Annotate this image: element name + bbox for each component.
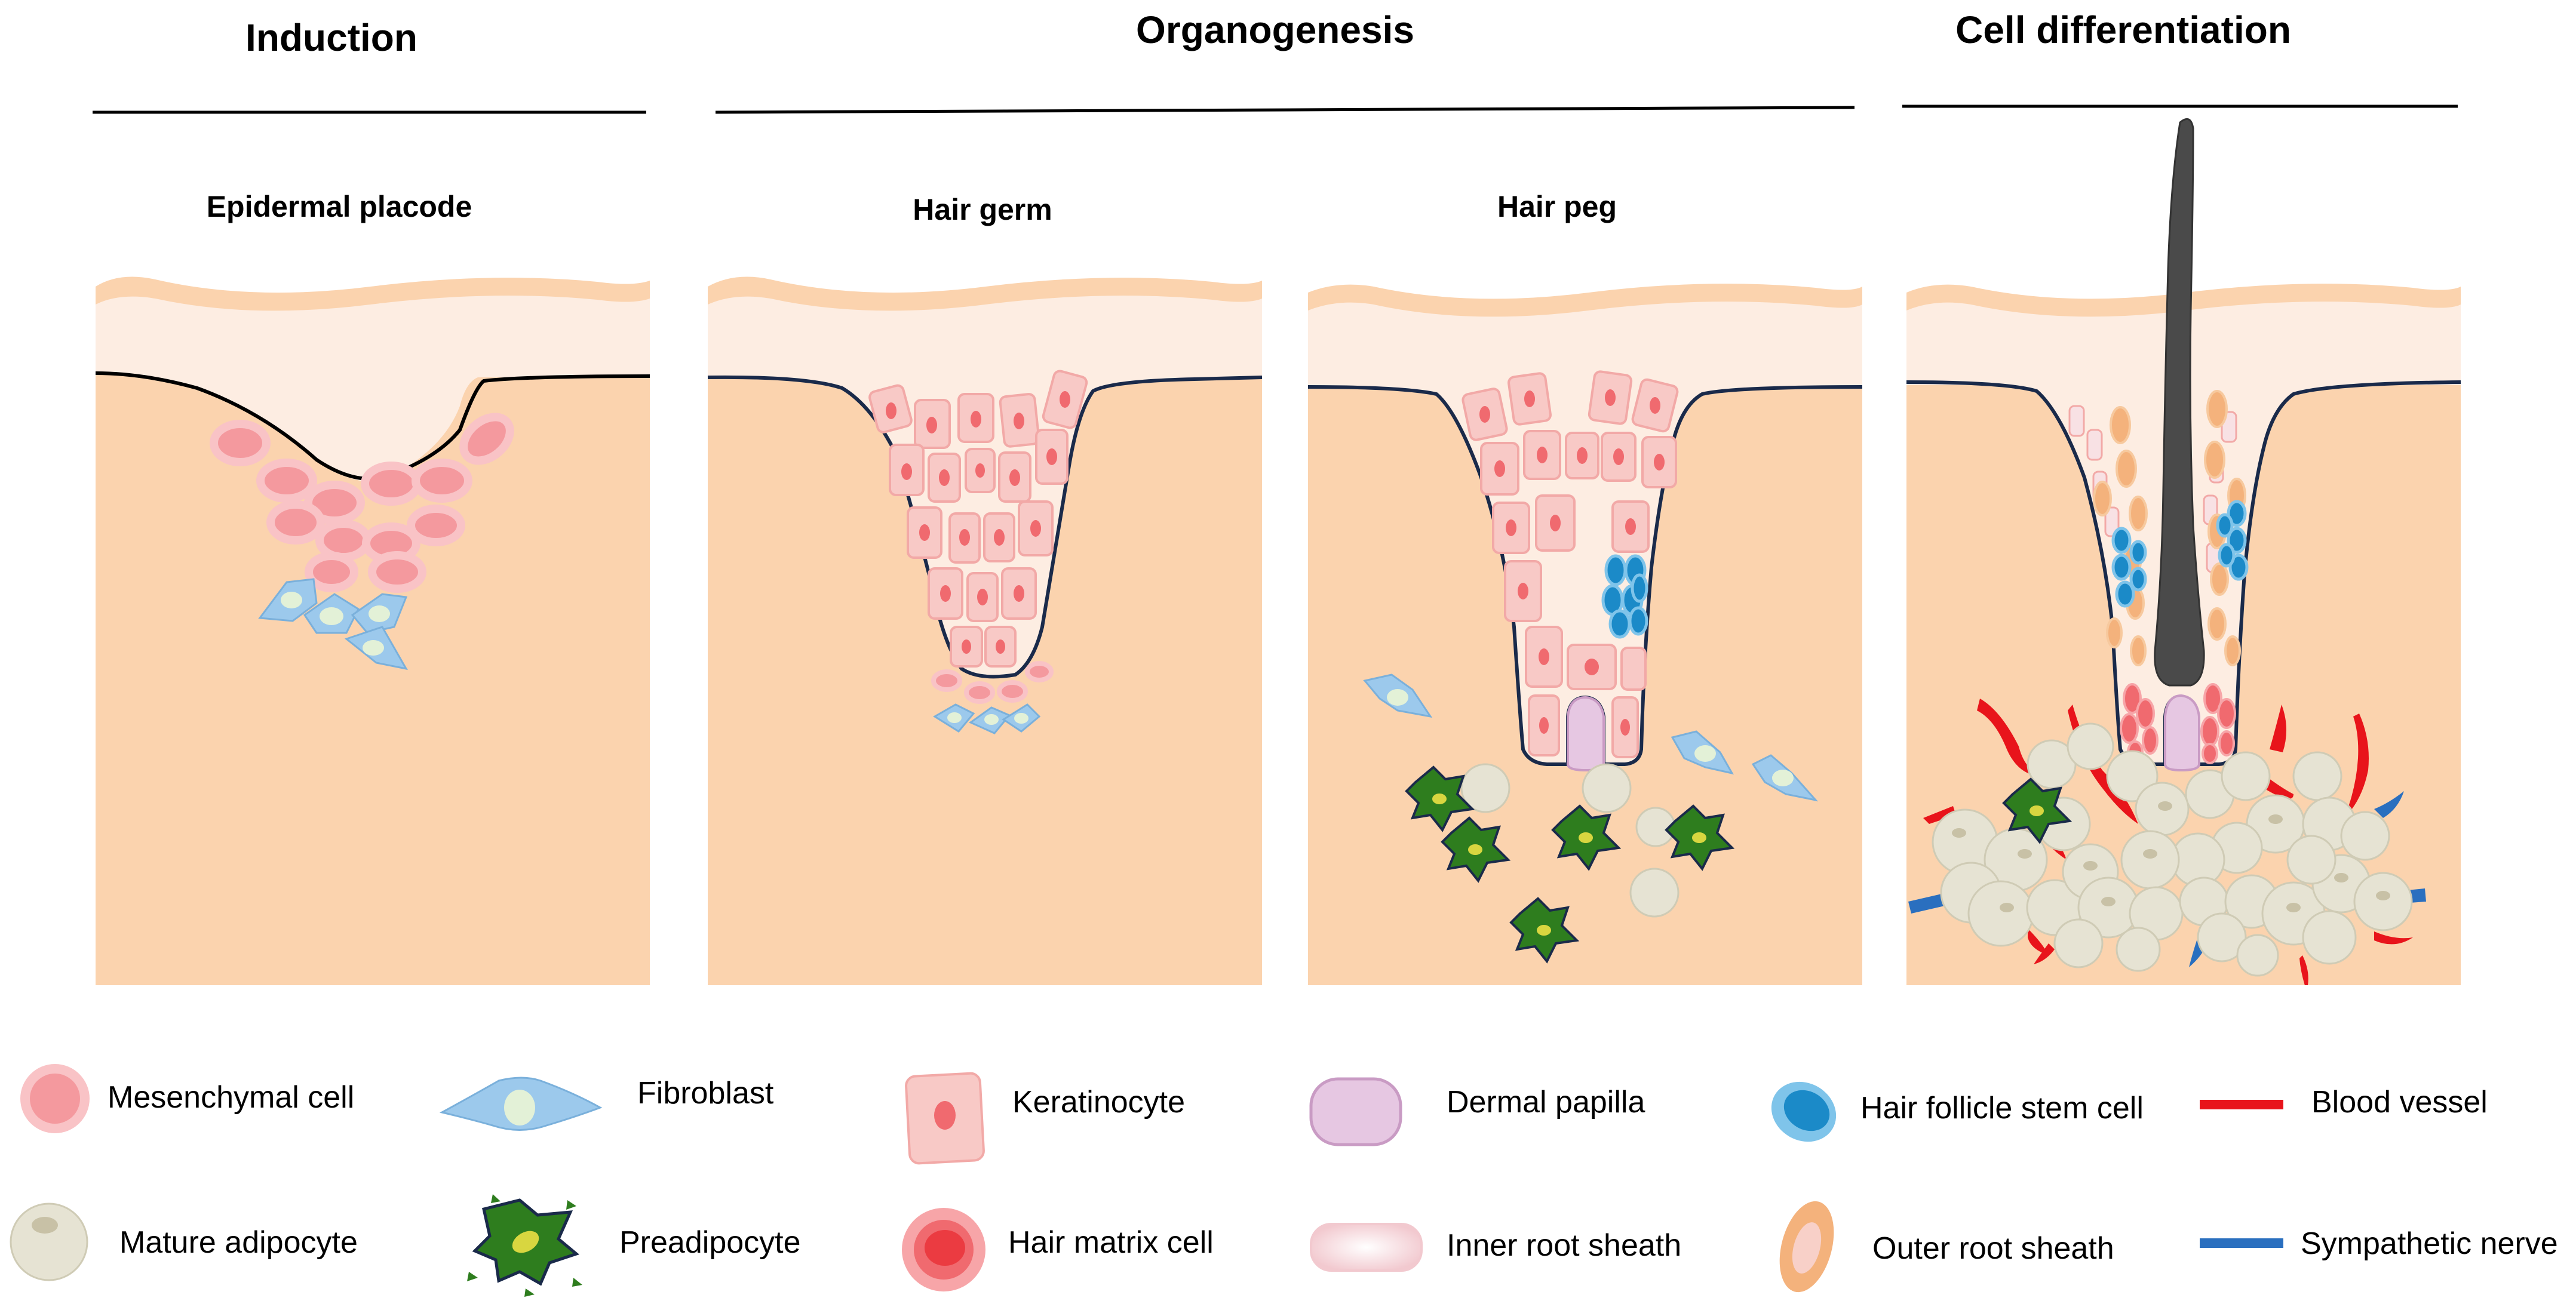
- mesenchymal-cluster: [210, 413, 514, 593]
- panel-hair-germ: [707, 276, 1263, 986]
- adipocyte-nuclei: [1952, 801, 2390, 912]
- legend-item-sympathetic-nerve: Sympathetic nerve: [2200, 1226, 2558, 1261]
- epidermis: [1308, 302, 1862, 388]
- dermal-papilla-icon: [1309, 1077, 1402, 1146]
- mesenchymal-condensate: [931, 661, 1054, 734]
- legend-label: Fibroblast: [637, 1076, 774, 1111]
- dermal-papilla: [2164, 694, 2200, 772]
- preadipocyte: [2002, 777, 2073, 844]
- legend-item-dermal-papilla: Dermal papilla: [1309, 1077, 1645, 1146]
- adipocyte-cluster: [1932, 722, 2413, 977]
- legend-label: Sympathetic nerve: [2301, 1226, 2558, 1261]
- hair-shaft: [2154, 118, 2205, 687]
- panel-epidermal-placode: [95, 276, 650, 986]
- legend-label: Blood vessel: [2311, 1085, 2488, 1120]
- adipocyte-group: [1460, 763, 1680, 918]
- panel-cell-differentiation: [1906, 118, 2461, 986]
- legend-label: Inner root sheath: [1447, 1228, 1681, 1263]
- legend-label: Dermal papilla: [1447, 1085, 1645, 1120]
- legend-item-inner-root-sheath: Inner root sheath: [1310, 1223, 1681, 1272]
- dermal-papilla: [1567, 696, 1605, 772]
- fibroblast-group: [1363, 674, 1819, 802]
- sympathetic-nerve-icon: [2200, 1238, 2283, 1248]
- stage-divider-organogenesis: [715, 106, 1855, 114]
- hair-matrix-cells: [2120, 683, 2236, 764]
- preadipocyte-group: [1405, 765, 1735, 964]
- legend-label: Mesenchymal cell: [108, 1080, 354, 1115]
- blood-vessel-icon: [2200, 1100, 2283, 1109]
- legend-label: Hair matrix cell: [1008, 1225, 1214, 1260]
- legend-label: Outer root sheath: [1872, 1231, 2114, 1266]
- epidermis: [708, 296, 1262, 377]
- legend-item-mature-adipocyte: Mature adipocyte: [10, 1203, 358, 1281]
- legend-item-outer-root-sheath: Outer root sheath: [1779, 1201, 2114, 1293]
- legend-item-hair-follicle-stem-cell: Hair follicle stem cell: [1771, 1081, 2144, 1142]
- keratinocyte-nuclei: [886, 391, 1070, 654]
- keratinocyte-nuclei: [1479, 389, 1665, 736]
- legend-item-preadipocyte: Preadipocyte: [467, 1194, 801, 1297]
- legend-label: Hair follicle stem cell: [1860, 1091, 2144, 1125]
- legend-item-blood-vessel: Blood vessel: [2200, 1085, 2488, 1120]
- legend: Mesenchymal cell Fibroblast Keratinocyte…: [10, 1064, 2558, 1297]
- panel-subtitle-hair-germ: Hair germ: [913, 193, 1052, 226]
- fibroblast-cluster: [258, 578, 408, 671]
- legend-item-fibroblast: Fibroblast: [439, 1076, 774, 1131]
- panel-subtitle-epidermal-placode: Epidermal placode: [207, 190, 472, 223]
- legend-label: Mature adipocyte: [119, 1225, 358, 1260]
- legend-item-mesenchymal-cell: Mesenchymal cell: [20, 1064, 354, 1133]
- panel-hair-peg: [1307, 284, 1863, 986]
- inner-root-sheath-icon: [1310, 1223, 1423, 1272]
- stage-title-induction: Induction: [245, 16, 417, 59]
- stage-title-cell-differentiation: Cell differentiation: [1955, 8, 2291, 51]
- legend-item-hair-matrix-cell: Hair matrix cell: [902, 1208, 1214, 1291]
- legend-label: Keratinocyte: [1012, 1085, 1185, 1120]
- epidermis: [96, 296, 650, 484]
- panel-subtitle-hair-peg: Hair peg: [1497, 190, 1617, 223]
- legend-label: Preadipocyte: [619, 1225, 801, 1260]
- stage-title-organogenesis: Organogenesis: [1136, 8, 1414, 51]
- legend-item-keratinocyte: Keratinocyte: [905, 1072, 1185, 1165]
- stem-cell-cluster: [1601, 554, 1648, 639]
- adipocyte-icon: [10, 1203, 88, 1281]
- follicle-stem-cells: [2111, 500, 2249, 608]
